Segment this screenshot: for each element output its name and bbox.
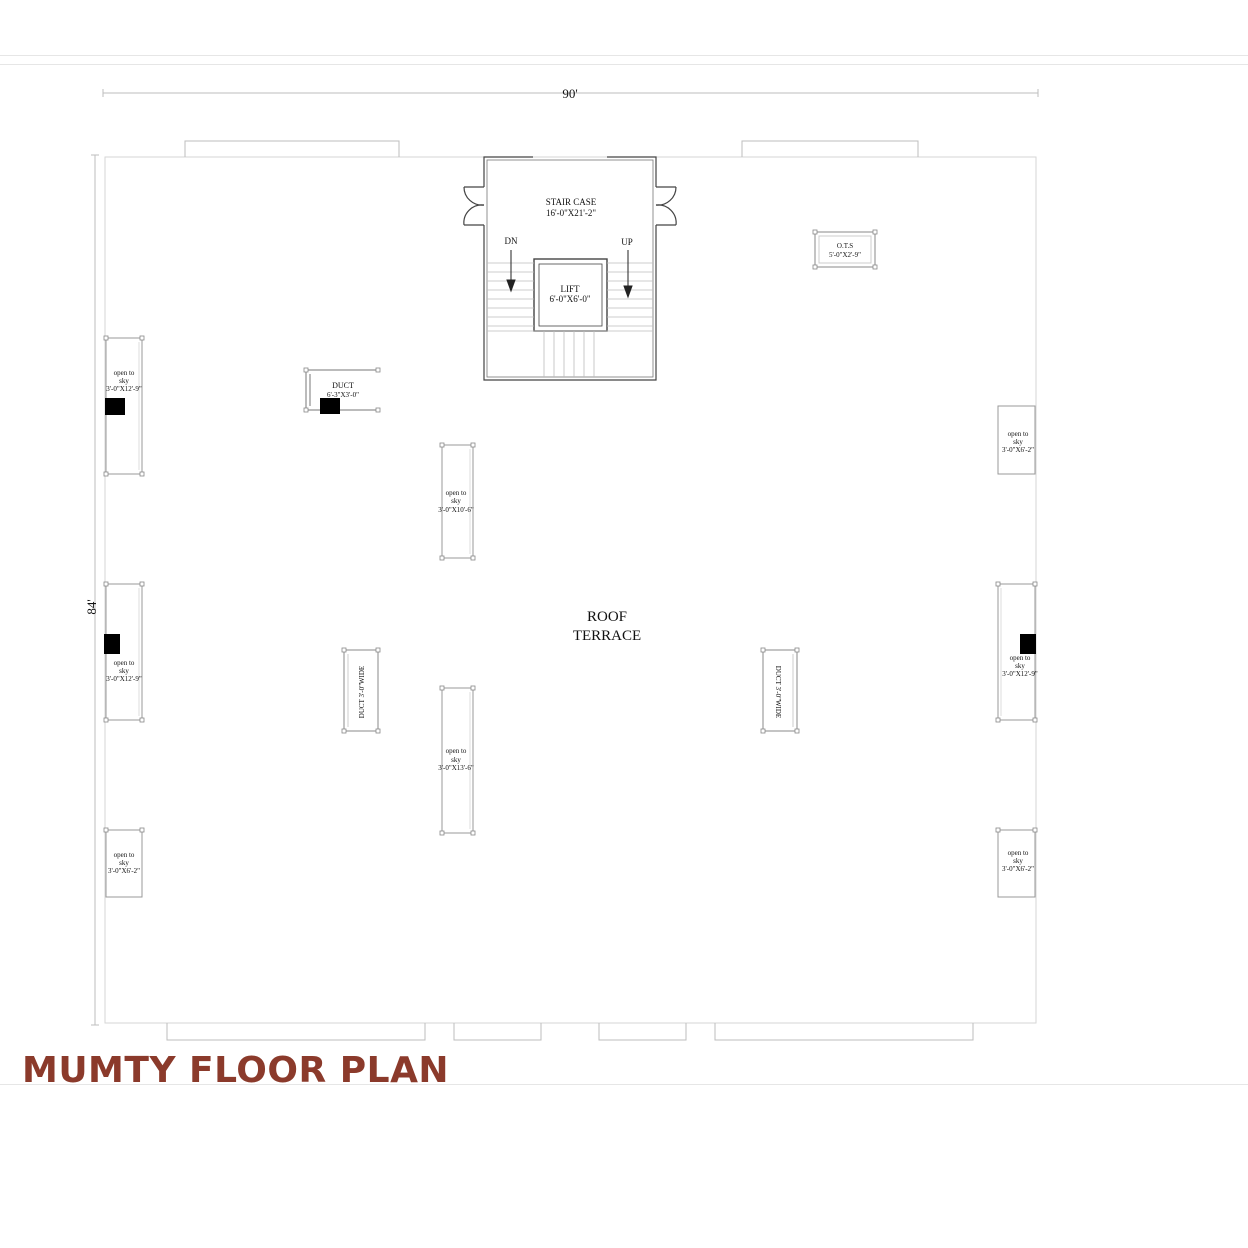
open-to-sky-center-top <box>441 444 474 559</box>
building-outline <box>104 156 1037 1024</box>
lift-label: LIFT <box>561 284 581 294</box>
open-to-sky-center-bottom <box>441 687 474 834</box>
svg-text:open to: open to <box>446 747 467 755</box>
width-dimension-label: 90' <box>562 86 577 101</box>
ots-label-left-mid: open to sky 3'-0"X12'-9" <box>106 659 142 683</box>
svg-text:open to: open to <box>114 659 135 667</box>
svg-text:open to: open to <box>446 489 467 497</box>
svg-text:3'-0"X12'-9": 3'-0"X12'-9" <box>106 675 142 683</box>
duct-top-label: DUCT <box>332 381 354 390</box>
svg-text:sky: sky <box>1013 857 1023 865</box>
open-to-sky-left-bottom <box>105 829 143 898</box>
svg-text:open to: open to <box>114 369 135 377</box>
bottom-projection-2 <box>453 1023 542 1041</box>
staircase-label: STAIR CASE <box>546 197 597 207</box>
bottom-rule <box>0 1084 1248 1085</box>
svg-text:3'-0"X10'-6": 3'-0"X10'-6" <box>438 506 474 514</box>
svg-text:3'-0"X12'-9": 3'-0"X12'-9" <box>106 385 142 393</box>
depth-dimension-line <box>91 154 99 1026</box>
top-rule-2 <box>0 64 1248 65</box>
svg-text:open to: open to <box>1008 849 1029 857</box>
width-dimension-line <box>102 89 1039 97</box>
open-to-sky-right-bottom <box>997 829 1036 898</box>
svg-text:sky: sky <box>451 756 461 764</box>
duct-left-strip <box>343 649 379 732</box>
ots-label-left-bottom: open to sky 3'-0"X6'-2" <box>108 851 140 875</box>
open-to-sky-right-top <box>997 405 1036 475</box>
column-marker <box>105 398 125 415</box>
ots-shaft <box>814 231 876 268</box>
duct-left-label: DUCT 3'-0"WIDE <box>358 666 366 718</box>
svg-text:3'-0"X13'-6": 3'-0"X13'-6" <box>438 764 474 772</box>
plan-title: MUMTY FLOOR PLAN <box>22 1050 450 1091</box>
ots-label-center-bottom: open to sky 3'-0"X13'-6" <box>438 747 474 772</box>
top-projection-right <box>741 140 919 157</box>
column-marker <box>320 398 340 414</box>
dn-label: DN <box>505 236 518 246</box>
roof-label-line1: ROOF <box>587 609 627 625</box>
svg-text:open to: open to <box>1010 654 1031 662</box>
svg-text:3'-0"X6'-2": 3'-0"X6'-2" <box>108 867 140 875</box>
bottom-projection-4 <box>714 1023 974 1041</box>
ots-label-center-top: open to sky 3'-0"X10'-6" <box>438 489 474 514</box>
svg-text:3'-0"X12'-9": 3'-0"X12'-9" <box>1002 670 1038 678</box>
duct-top-size: 6'-3"X3'-0" <box>327 391 359 399</box>
ots-size: 5'-0"X2'-9" <box>829 251 861 259</box>
bottom-projection-1 <box>166 1023 426 1041</box>
depth-dimension-label: 84' <box>84 599 99 614</box>
svg-text:sky: sky <box>1015 662 1025 670</box>
svg-text:open to: open to <box>1008 430 1029 438</box>
top-projection-left <box>184 140 400 157</box>
duct-top-left <box>305 369 378 411</box>
ots-label-left-top: open to sky 3'-0"X12'-9" <box>106 369 142 393</box>
up-arrow <box>623 250 633 299</box>
ots-label: O.T.S <box>837 242 853 250</box>
bottom-projection-3 <box>598 1023 687 1041</box>
svg-text:3'-0"X6'-2": 3'-0"X6'-2" <box>1002 865 1034 873</box>
svg-text:sky: sky <box>1013 438 1023 446</box>
lift-size: 6'-0"X6'-0" <box>549 294 590 304</box>
svg-text:sky: sky <box>451 497 461 505</box>
ots-label-right-top: open to sky 3'-0"X6'-2" <box>1002 430 1034 454</box>
svg-text:open to: open to <box>114 851 135 859</box>
svg-text:sky: sky <box>119 667 129 675</box>
duct-right-strip <box>762 649 798 732</box>
svg-text:sky: sky <box>119 859 129 867</box>
column-marker <box>1020 634 1036 654</box>
staircase-block <box>463 156 677 381</box>
roof-label-line2: TERRACE <box>573 628 641 644</box>
svg-text:sky: sky <box>119 377 129 385</box>
dn-arrow <box>506 250 516 293</box>
ots-label-right-bottom: open to sky 3'-0"X6'-2" <box>1002 849 1034 873</box>
svg-text:3'-0"X6'-2": 3'-0"X6'-2" <box>1002 446 1034 454</box>
duct-right-label: DUCT 3'-0"WIDE <box>774 666 782 718</box>
column-marker <box>104 634 120 654</box>
top-rule-1 <box>0 55 1248 56</box>
ots-label-right-mid: open to sky 3'-0"X12'-9" <box>1002 654 1038 678</box>
staircase-size: 16'-0"X21'-2" <box>546 208 596 218</box>
up-label: UP <box>621 237 633 247</box>
